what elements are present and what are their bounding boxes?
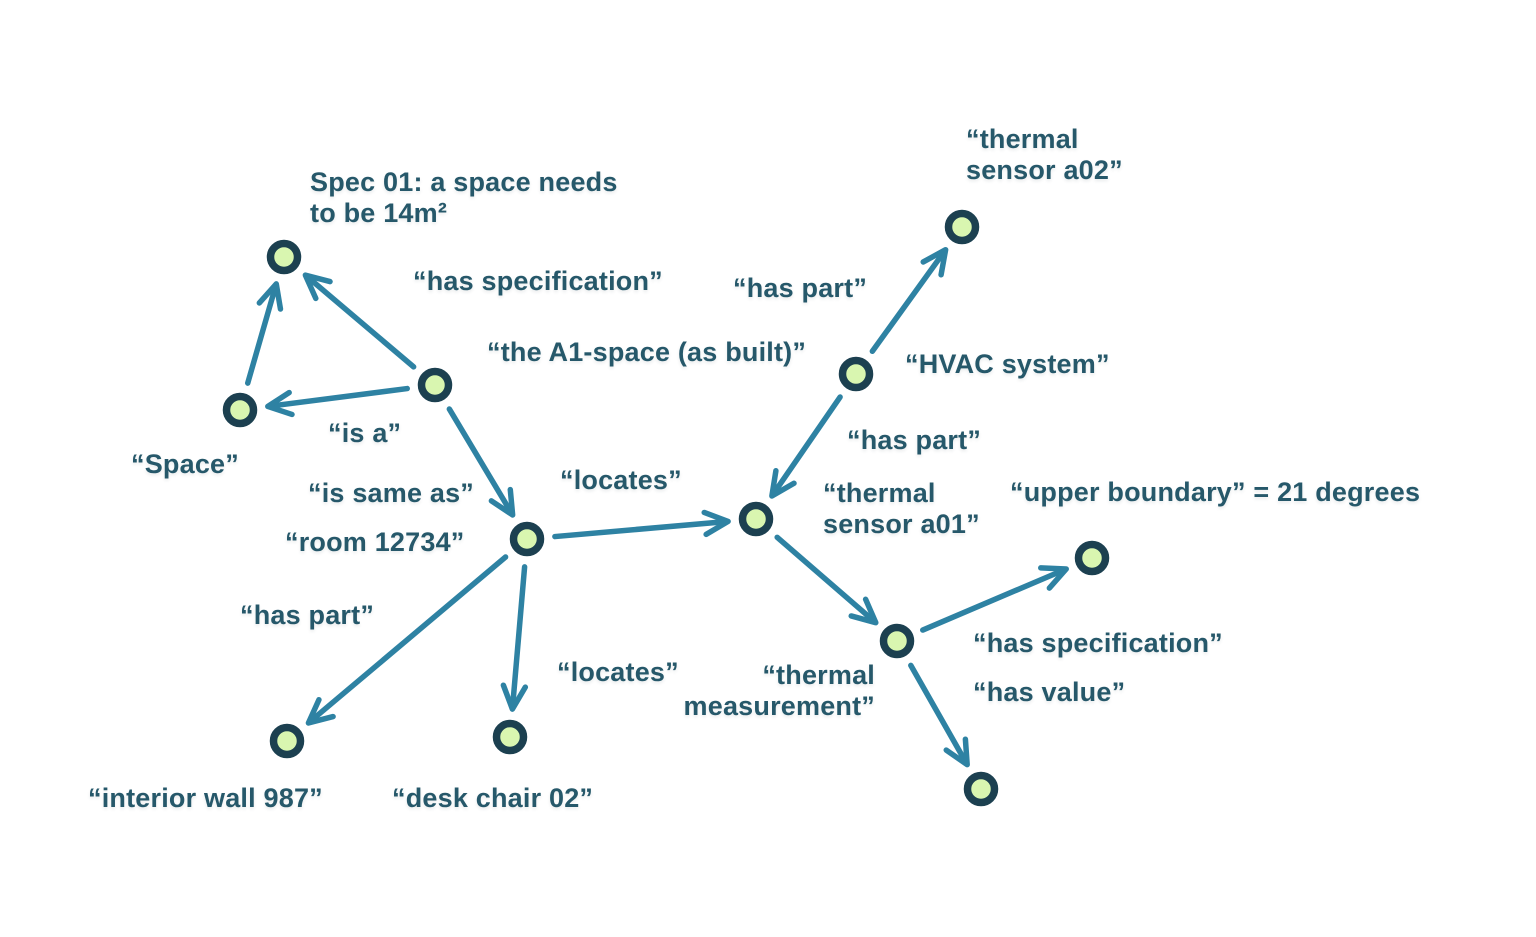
edge-hvac-a02 — [869, 246, 949, 355]
node-interior-wall-987 — [269, 723, 305, 759]
label-room-12734: “room 12734” — [285, 527, 465, 557]
label-has-part-mid: “has part” — [847, 425, 982, 455]
edge-meas-value — [908, 662, 970, 768]
label-spec-01: Spec 01: a space needs to be 14m² — [310, 167, 618, 228]
edge-a01-meas — [774, 534, 879, 626]
label-locates-top: “locates” — [560, 465, 682, 495]
node-thermal-sensor-a01 — [738, 501, 774, 537]
label-has-value: “has value” — [973, 677, 1126, 707]
label-thermal-sensor-a02: “thermal sensor a02” — [966, 124, 1123, 185]
label-has-part-top: “has part” — [733, 273, 868, 303]
node-upper-boundary — [1074, 540, 1110, 576]
node-a1-space — [417, 367, 453, 403]
edge-space-spec — [244, 281, 284, 386]
edge-a1-spec — [302, 272, 417, 370]
label-thermal-sensor-a01: “thermal sensor a01” — [823, 478, 980, 539]
label-upper-boundary: “upper boundary” = 21 degrees — [1010, 477, 1421, 507]
edge-room-a01 — [552, 509, 731, 540]
node-thermal-measurement — [879, 623, 915, 659]
label-space: “Space” — [131, 449, 239, 479]
node-desk-chair-02 — [492, 719, 528, 755]
label-is-same-as: “is same as” — [308, 478, 475, 508]
node-value — [963, 771, 999, 807]
edge-a1-space — [265, 385, 410, 418]
label-hvac-system: “HVAC system” — [905, 349, 1110, 379]
node-space-class — [222, 392, 258, 428]
edge-room-wall — [305, 554, 509, 726]
label-thermal-measurement: “thermal measurement” — [683, 660, 875, 721]
node-room-12734 — [509, 521, 545, 557]
label-is-a: “is a” — [328, 418, 402, 448]
label-interior-wall-987: “interior wall 987” — [88, 783, 323, 813]
node-spec-01 — [266, 239, 302, 275]
label-desk-chair-02: “desk chair 02” — [392, 783, 594, 813]
edge-hvac-a01 — [769, 394, 843, 499]
node-hvac-system — [838, 356, 874, 392]
label-has-specification-top: “has specification” — [413, 266, 663, 296]
edge-meas-upper — [920, 565, 1069, 633]
label-a1-space: “the A1-space (as built)” — [487, 337, 807, 367]
label-has-specification-br: “has specification” — [973, 628, 1223, 658]
edge-room-chair — [500, 564, 529, 712]
label-has-part-bottom: “has part” — [240, 600, 375, 630]
label-locates-bottom: “locates” — [557, 657, 679, 687]
edge-a1-room — [446, 406, 516, 518]
node-thermal-sensor-a02 — [944, 209, 980, 245]
